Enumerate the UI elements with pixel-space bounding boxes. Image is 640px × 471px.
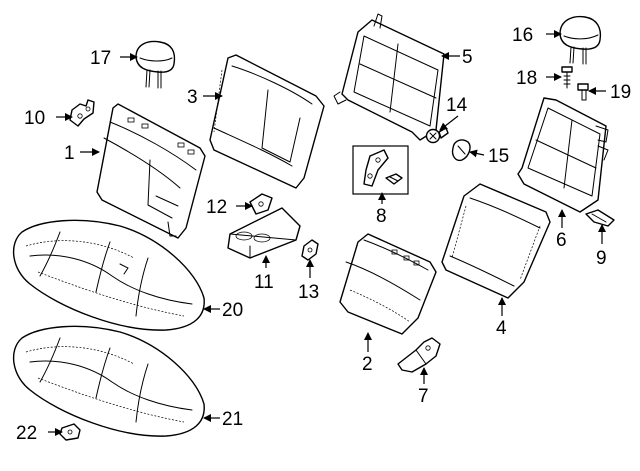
leader-14 xyxy=(439,115,459,131)
seat-back-cover-left xyxy=(209,54,325,189)
seat-cushion-20 xyxy=(12,219,205,331)
seat-back-cover-right xyxy=(441,183,551,299)
callout-15: 15 xyxy=(488,146,509,167)
callout-16: 16 xyxy=(512,25,533,46)
callout-21: 21 xyxy=(222,409,243,430)
callout-3: 3 xyxy=(187,87,198,108)
bracket-13 xyxy=(301,239,319,261)
hinge-7 xyxy=(397,337,441,373)
callout-8: 8 xyxy=(376,206,387,227)
hinge-kit-8 xyxy=(352,145,409,195)
callout-1: 1 xyxy=(64,143,75,164)
cap-15 xyxy=(451,139,471,162)
callout-11: 11 xyxy=(254,272,274,293)
headrest-right xyxy=(559,15,602,65)
seat-cushion-21 xyxy=(12,325,205,437)
bolt-18 xyxy=(561,66,573,89)
callout-6: 6 xyxy=(556,230,567,251)
callout-20: 20 xyxy=(222,300,243,321)
callout-9: 9 xyxy=(596,248,607,269)
seat-back-frame-left xyxy=(333,13,445,141)
seat-back-frame-right xyxy=(517,97,609,213)
guide-19 xyxy=(577,83,589,101)
armrest-11 xyxy=(227,207,301,259)
callout-5: 5 xyxy=(462,47,473,68)
seat-back-cover-center xyxy=(339,233,437,335)
callout-4: 4 xyxy=(496,318,507,339)
callout-10: 10 xyxy=(24,108,45,129)
callout-leaders xyxy=(48,30,606,436)
clip-9 xyxy=(585,209,615,227)
callout-14: 14 xyxy=(446,95,468,116)
bracket-10 xyxy=(69,99,95,127)
callout-12: 12 xyxy=(206,197,227,218)
callout-18: 18 xyxy=(516,68,537,89)
callout-22: 22 xyxy=(16,423,37,444)
clip-22 xyxy=(59,423,81,441)
seat-back-left xyxy=(96,103,206,239)
callout-17: 17 xyxy=(90,48,111,69)
bolt-14 xyxy=(425,127,449,144)
headrest-left xyxy=(135,40,176,89)
callout-7: 7 xyxy=(418,386,429,407)
clip-12 xyxy=(249,193,273,215)
callout-19: 19 xyxy=(610,82,631,103)
leader-15 xyxy=(469,149,485,158)
callout-2: 2 xyxy=(362,354,373,375)
callout-labels: 1 2 3 4 5 6 7 8 9 10 11 12 13 14 15 16 1… xyxy=(16,25,631,444)
callout-13: 13 xyxy=(298,282,319,303)
